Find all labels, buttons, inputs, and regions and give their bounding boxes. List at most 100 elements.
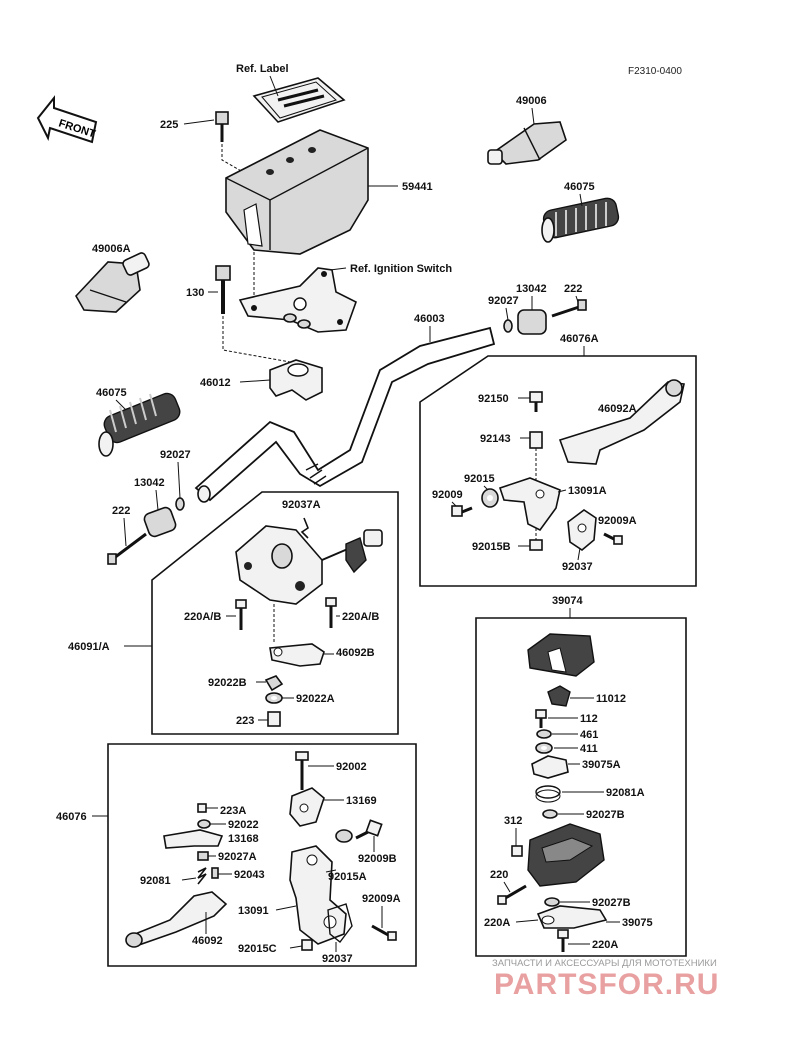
label-59441: 59441 [402, 181, 433, 193]
label-46075-top: 46075 [564, 181, 595, 193]
cover-39074 [527, 633, 595, 677]
label-130: 130 [186, 287, 204, 299]
end-weight-top [503, 299, 587, 335]
label-13042-left: 13042 [134, 477, 165, 489]
label-92015a: 92015A [328, 871, 367, 883]
switch-housing-59441 [225, 129, 369, 255]
label-92022a: 92022A [296, 693, 335, 705]
label-92037a: 92037A [282, 499, 321, 511]
assembly-box-46076 [107, 743, 417, 967]
watermark-brand: PARTSFOR.RU [494, 968, 719, 1001]
screw-225 [215, 111, 229, 142]
label-92027b-1: 92027B [586, 809, 625, 821]
clip-92037-b [327, 903, 353, 943]
label-ref-ignition-switch: Ref. Ignition Switch [350, 263, 452, 275]
cam-39075 [536, 905, 608, 929]
label-220: 220 [490, 869, 508, 881]
screw-92150 [529, 391, 543, 412]
label-46003: 46003 [414, 313, 445, 325]
ignition-bracket [238, 267, 357, 333]
washer-92022a [265, 692, 283, 704]
label-13042-top: 13042 [516, 283, 547, 295]
label-46076: 46076 [56, 811, 87, 823]
bolt-92009 [451, 505, 473, 517]
label-92027b-2: 92027B [592, 897, 631, 909]
label-92015: 92015 [464, 473, 495, 485]
label-223: 223 [236, 715, 254, 727]
master-cylinder-13091 [289, 845, 347, 945]
washer-92022b [264, 675, 284, 692]
label-92009: 92009 [432, 489, 463, 501]
washer-411 [535, 742, 553, 754]
clip-92037-r [567, 509, 597, 551]
washer-92022 [197, 819, 211, 829]
screw-220a [557, 929, 569, 952]
label-92037-r: 92037 [562, 561, 593, 573]
label-46092: 46092 [192, 935, 223, 947]
label-46091a: 46091/A [68, 641, 110, 653]
screw-223a [197, 803, 207, 813]
label-ref-label: Ref. Label [236, 63, 289, 75]
ring-92027b-2 [544, 897, 560, 907]
label-92009b: 92009B [358, 853, 397, 865]
label-461: 461 [580, 729, 598, 741]
label-11012: 11012 [596, 693, 626, 705]
lever-46092 [125, 891, 228, 948]
clamp-46012 [269, 359, 323, 401]
label-92143: 92143 [480, 433, 511, 445]
label-112: 112 [580, 713, 598, 725]
label-92015c: 92015C [238, 943, 277, 955]
label-92027a: 92027A [218, 851, 257, 863]
ref-label-plate [252, 77, 346, 123]
label-39075: 39075 [622, 917, 653, 929]
label-46092b: 46092B [336, 647, 375, 659]
label-312: 312 [504, 815, 522, 827]
collar-92027a [197, 851, 209, 861]
switch-housing-46091 [235, 525, 383, 605]
label-46092a: 46092A [598, 403, 637, 415]
front-arrow-icon: FRONT [36, 95, 98, 144]
bolt-130 [215, 265, 231, 314]
label-92009a-r: 92009A [598, 515, 637, 527]
spring-92037a [300, 517, 309, 539]
label-222-top: 222 [564, 283, 582, 295]
spring-92081a [535, 785, 561, 803]
bolt-92002 [295, 751, 309, 790]
lever-46092a [558, 379, 685, 465]
label-220a-2: 220A [592, 939, 618, 951]
grip-46075-left [98, 392, 181, 457]
label-13169: 13169 [346, 795, 377, 807]
washer-92015 [481, 488, 499, 508]
switch-base-39074 [527, 823, 605, 887]
label-46075-left: 46075 [96, 387, 127, 399]
nut-223 [267, 711, 281, 727]
label-92022b: 92022B [208, 677, 247, 689]
assembly-box-39074 [475, 617, 687, 957]
lever-pivot-13091a [498, 477, 561, 532]
bracket-13169 [289, 787, 325, 827]
label-220ab-1: 220A/B [184, 611, 221, 623]
label-92002: 92002 [336, 761, 367, 773]
label-92043: 92043 [234, 869, 265, 881]
grip-46075-top [541, 197, 620, 243]
watermark-tagline: ЗАПЧАСТИ И АКСЕССУАРЫ ДЛЯ МОТОТЕХНИКИ [492, 958, 717, 969]
label-220a-1: 220A [484, 917, 510, 929]
label-92015b: 92015B [472, 541, 511, 553]
cam-39075a [531, 755, 569, 779]
label-225: 225 [160, 119, 178, 131]
washer-92009b-area [335, 819, 383, 843]
lever-bracket-46092b [269, 643, 325, 667]
nut-92015b [529, 539, 543, 551]
label-92022: 92022 [228, 819, 259, 831]
label-49006: 49006 [516, 95, 547, 107]
assembly-box-46091a [151, 491, 399, 735]
assembly-box-46076a [419, 355, 697, 587]
ring-461 [536, 729, 552, 739]
ring-92027b-1 [542, 809, 558, 819]
switch-11012 [547, 685, 571, 707]
knob-49006a [75, 252, 150, 313]
screw-312 [511, 845, 523, 857]
screws-220ab [235, 597, 337, 630]
knob-49006 [487, 121, 567, 165]
